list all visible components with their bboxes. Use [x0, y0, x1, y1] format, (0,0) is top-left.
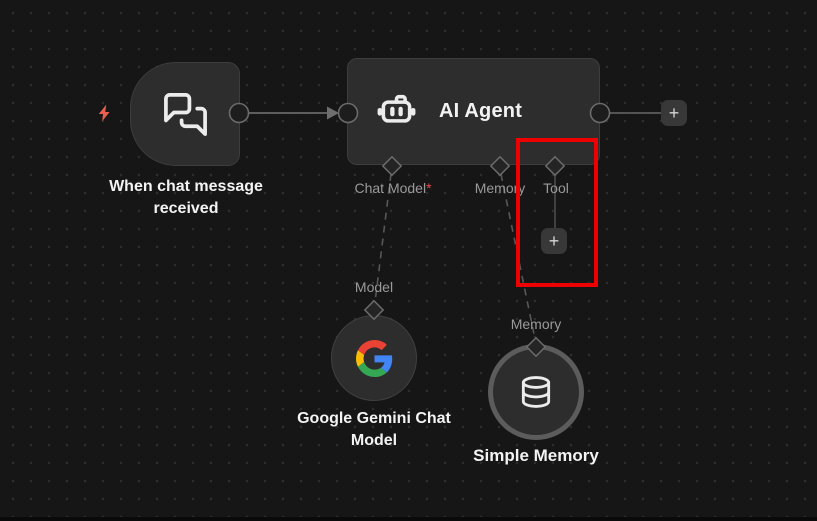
port-label-model: Model — [354, 279, 394, 295]
database-icon — [521, 376, 551, 408]
canvas-bottom-edge — [0, 517, 817, 521]
node-when-chat-message-received[interactable] — [130, 62, 240, 166]
node-google-gemini-chat-model[interactable] — [331, 315, 417, 401]
agent-node-title: AI Agent — [439, 100, 523, 122]
node-simple-memory[interactable] — [488, 344, 584, 440]
chat-bubbles-icon — [163, 92, 207, 136]
trigger-node-label: When chat message received — [109, 178, 263, 217]
google-logo-icon — [355, 339, 392, 377]
robot-icon — [377, 94, 416, 123]
required-asterisk: * — [426, 180, 432, 196]
port-label-chat-model: Chat Model* — [354, 180, 432, 196]
gemini-node-label: Google Gemini Chat Model — [297, 410, 451, 449]
add-tool-button[interactable]: + — [541, 228, 567, 254]
highlight-rectangle — [516, 138, 598, 287]
add-next-node-button[interactable]: + — [661, 100, 687, 126]
connection-arrowhead — [327, 106, 339, 120]
lightning-bolt-icon — [98, 104, 110, 122]
port-label-tool: Tool — [543, 180, 569, 196]
node-ai-agent[interactable]: AI Agent — [347, 58, 600, 165]
simple-memory-node-label: Simple Memory — [473, 446, 599, 465]
port-label-memory-input: Memory — [510, 316, 562, 332]
